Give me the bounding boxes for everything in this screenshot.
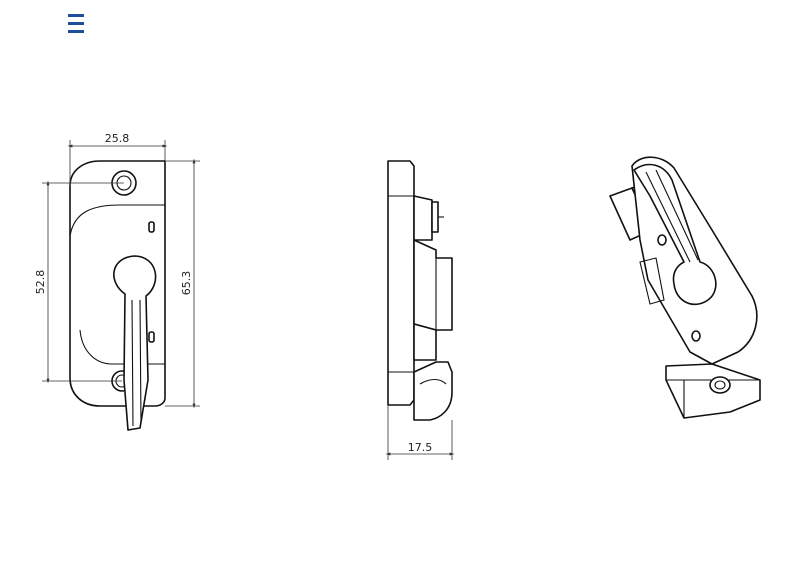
lever-handle xyxy=(113,255,157,431)
side-depth-dimension: 17.5 xyxy=(385,405,455,460)
front-width-label: 25.8 xyxy=(105,132,130,145)
front-view xyxy=(69,160,166,431)
front-height-dimension: 65.3 xyxy=(165,158,200,409)
menu-bar-top xyxy=(68,14,84,17)
isometric-lever xyxy=(633,163,717,306)
hamburger-menu-icon[interactable] xyxy=(64,10,88,38)
side-view-base xyxy=(387,160,415,406)
side-depth-label: 17.5 xyxy=(408,441,433,454)
front-height-label: 65.3 xyxy=(180,271,193,296)
hole-spacing-dimension: 52.8 xyxy=(34,180,124,384)
menu-bar-bottom xyxy=(68,30,84,33)
isometric-view xyxy=(609,156,761,419)
side-view xyxy=(387,160,453,421)
front-width-dimension: 25.8 xyxy=(67,132,168,186)
side-view-handle xyxy=(413,361,453,421)
hole-spacing-label: 52.8 xyxy=(34,270,47,295)
menu-bar-middle xyxy=(68,22,84,25)
